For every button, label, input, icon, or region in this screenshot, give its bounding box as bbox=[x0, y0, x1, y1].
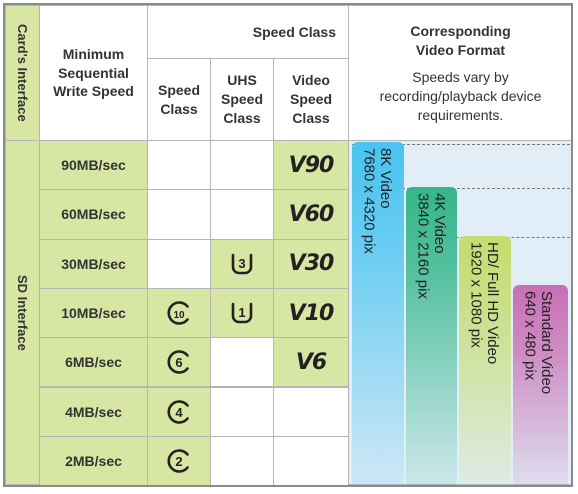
write-speed-label: 60MB/sec bbox=[61, 206, 126, 223]
video-format-name: HD/ Full HD Video bbox=[484, 242, 501, 365]
write-speed-label: 6MB/sec bbox=[65, 354, 122, 371]
row-2-video-cell: V60 bbox=[273, 189, 349, 240]
sd-interface-label: SD Interface bbox=[15, 274, 30, 351]
uhs-1-icon: 1 bbox=[231, 302, 253, 324]
row-4-uhs-cell: 1 bbox=[210, 287, 274, 339]
row-7-speed-cell: 2MB/sec bbox=[39, 435, 148, 487]
write-speed-label: 90MB/sec bbox=[61, 157, 126, 174]
row-6-video-cell bbox=[273, 386, 349, 437]
row-5-speed-class-cell: 6 bbox=[147, 337, 211, 388]
speed-class-10-icon: 10 bbox=[167, 301, 189, 325]
row-1-video-cell: V90 bbox=[273, 140, 349, 191]
row-2-speed-cell: 60MB/sec bbox=[39, 189, 148, 240]
write-speed-label: 30MB/sec bbox=[61, 255, 126, 272]
video-format-header: Corresponding Video Format Speeds vary b… bbox=[348, 5, 573, 141]
video-format-name: 4K Video bbox=[431, 193, 448, 254]
svg-text:1: 1 bbox=[238, 305, 245, 320]
speed-class-col-header: Speed Class bbox=[147, 58, 211, 141]
svg-text:6: 6 bbox=[175, 355, 182, 370]
interface-header-label: Card's Interface bbox=[15, 24, 30, 122]
row-7-video-cell bbox=[273, 435, 349, 487]
row-3-speed-cell: 30MB/sec bbox=[39, 238, 148, 289]
speed-class-col-label: Speed Class bbox=[157, 81, 200, 117]
svg-text:3: 3 bbox=[238, 256, 245, 271]
video-speed-6-icon: V6 bbox=[295, 349, 327, 375]
video-format-resolution: 640 x 480 pix bbox=[521, 291, 539, 381]
row-4-video-cell: V10 bbox=[273, 287, 349, 339]
speed-class-2-icon: 2 bbox=[167, 449, 189, 473]
row-1-uhs-cell bbox=[210, 140, 274, 191]
video-format-note: Speeds vary by recording/playback device… bbox=[379, 68, 542, 123]
sd-interface-cell: SD Interface bbox=[5, 140, 40, 485]
interface-header-cell: Card's Interface bbox=[5, 5, 40, 141]
svg-text:2: 2 bbox=[175, 454, 182, 469]
svg-text:10: 10 bbox=[173, 310, 185, 321]
write-speed-label: 2MB/sec bbox=[65, 452, 122, 469]
uhs-3-icon: 3 bbox=[231, 253, 253, 275]
min-write-header-cell: Minimum Sequential Write Speed bbox=[39, 5, 148, 141]
row-6-speed-cell: 4MB/sec bbox=[39, 386, 148, 437]
row-5-speed-cell: 6MB/sec bbox=[39, 337, 148, 388]
video-col-label: Video Speed Class bbox=[289, 72, 332, 126]
speed-guide-line bbox=[352, 144, 570, 145]
row-1-speed-cell: 90MB/sec bbox=[39, 140, 148, 191]
row-7-uhs-cell bbox=[210, 435, 274, 487]
row-2-speed-class-cell bbox=[147, 189, 211, 240]
row-4-speed-class-cell: 10 bbox=[147, 287, 211, 339]
speed-class-6-icon: 6 bbox=[167, 350, 189, 375]
uhs-col-header: UHS Speed Class bbox=[210, 58, 274, 141]
min-write-header-label: Minimum Sequential Write Speed bbox=[53, 45, 134, 100]
video-speed-30-icon: V30 bbox=[288, 251, 335, 277]
video-format-title: Corresponding Video Format bbox=[410, 23, 511, 58]
video-format-resolution: 1920 x 1080 pix bbox=[467, 242, 485, 348]
video-format-name: 8K Video bbox=[377, 148, 394, 209]
row-1-speed-class-cell bbox=[147, 140, 211, 191]
row-3-video-cell: V30 bbox=[273, 238, 349, 289]
speed-guide-line bbox=[352, 188, 570, 189]
uhs-col-label: UHS Speed Class bbox=[220, 72, 263, 126]
write-speed-label: 4MB/sec bbox=[65, 403, 122, 420]
video-format-resolution: 3840 x 2160 pix bbox=[414, 193, 432, 299]
video-format-name: Standard Video bbox=[538, 291, 555, 395]
write-speed-label: 10MB/sec bbox=[61, 305, 126, 322]
video-format-resolution: 7680 x 4320 pix bbox=[360, 148, 378, 254]
row-7-speed-class-cell: 2 bbox=[147, 435, 211, 487]
row-5-uhs-cell bbox=[210, 337, 274, 388]
row-5-video-cell: V6 bbox=[273, 337, 349, 388]
row-3-speed-class-cell bbox=[147, 238, 211, 289]
speed-class-4-icon: 4 bbox=[167, 399, 189, 424]
svg-text:4: 4 bbox=[175, 405, 183, 420]
row-6-speed-class-cell: 4 bbox=[147, 386, 211, 437]
row-2-uhs-cell bbox=[210, 189, 274, 240]
video-speed-60-icon: V60 bbox=[288, 201, 335, 227]
video-speed-90-icon: V90 bbox=[288, 152, 335, 178]
video-col-header: Video Speed Class bbox=[273, 58, 349, 141]
speed-class-group-header: Speed Class bbox=[147, 5, 349, 59]
speed-class-group-label: Speed Class bbox=[252, 23, 336, 40]
row-3-uhs-cell: 3 bbox=[210, 238, 274, 289]
row-6-uhs-cell bbox=[210, 386, 274, 437]
row-4-speed-cell: 10MB/sec bbox=[39, 287, 148, 339]
video-speed-10-icon: V10 bbox=[288, 300, 335, 326]
